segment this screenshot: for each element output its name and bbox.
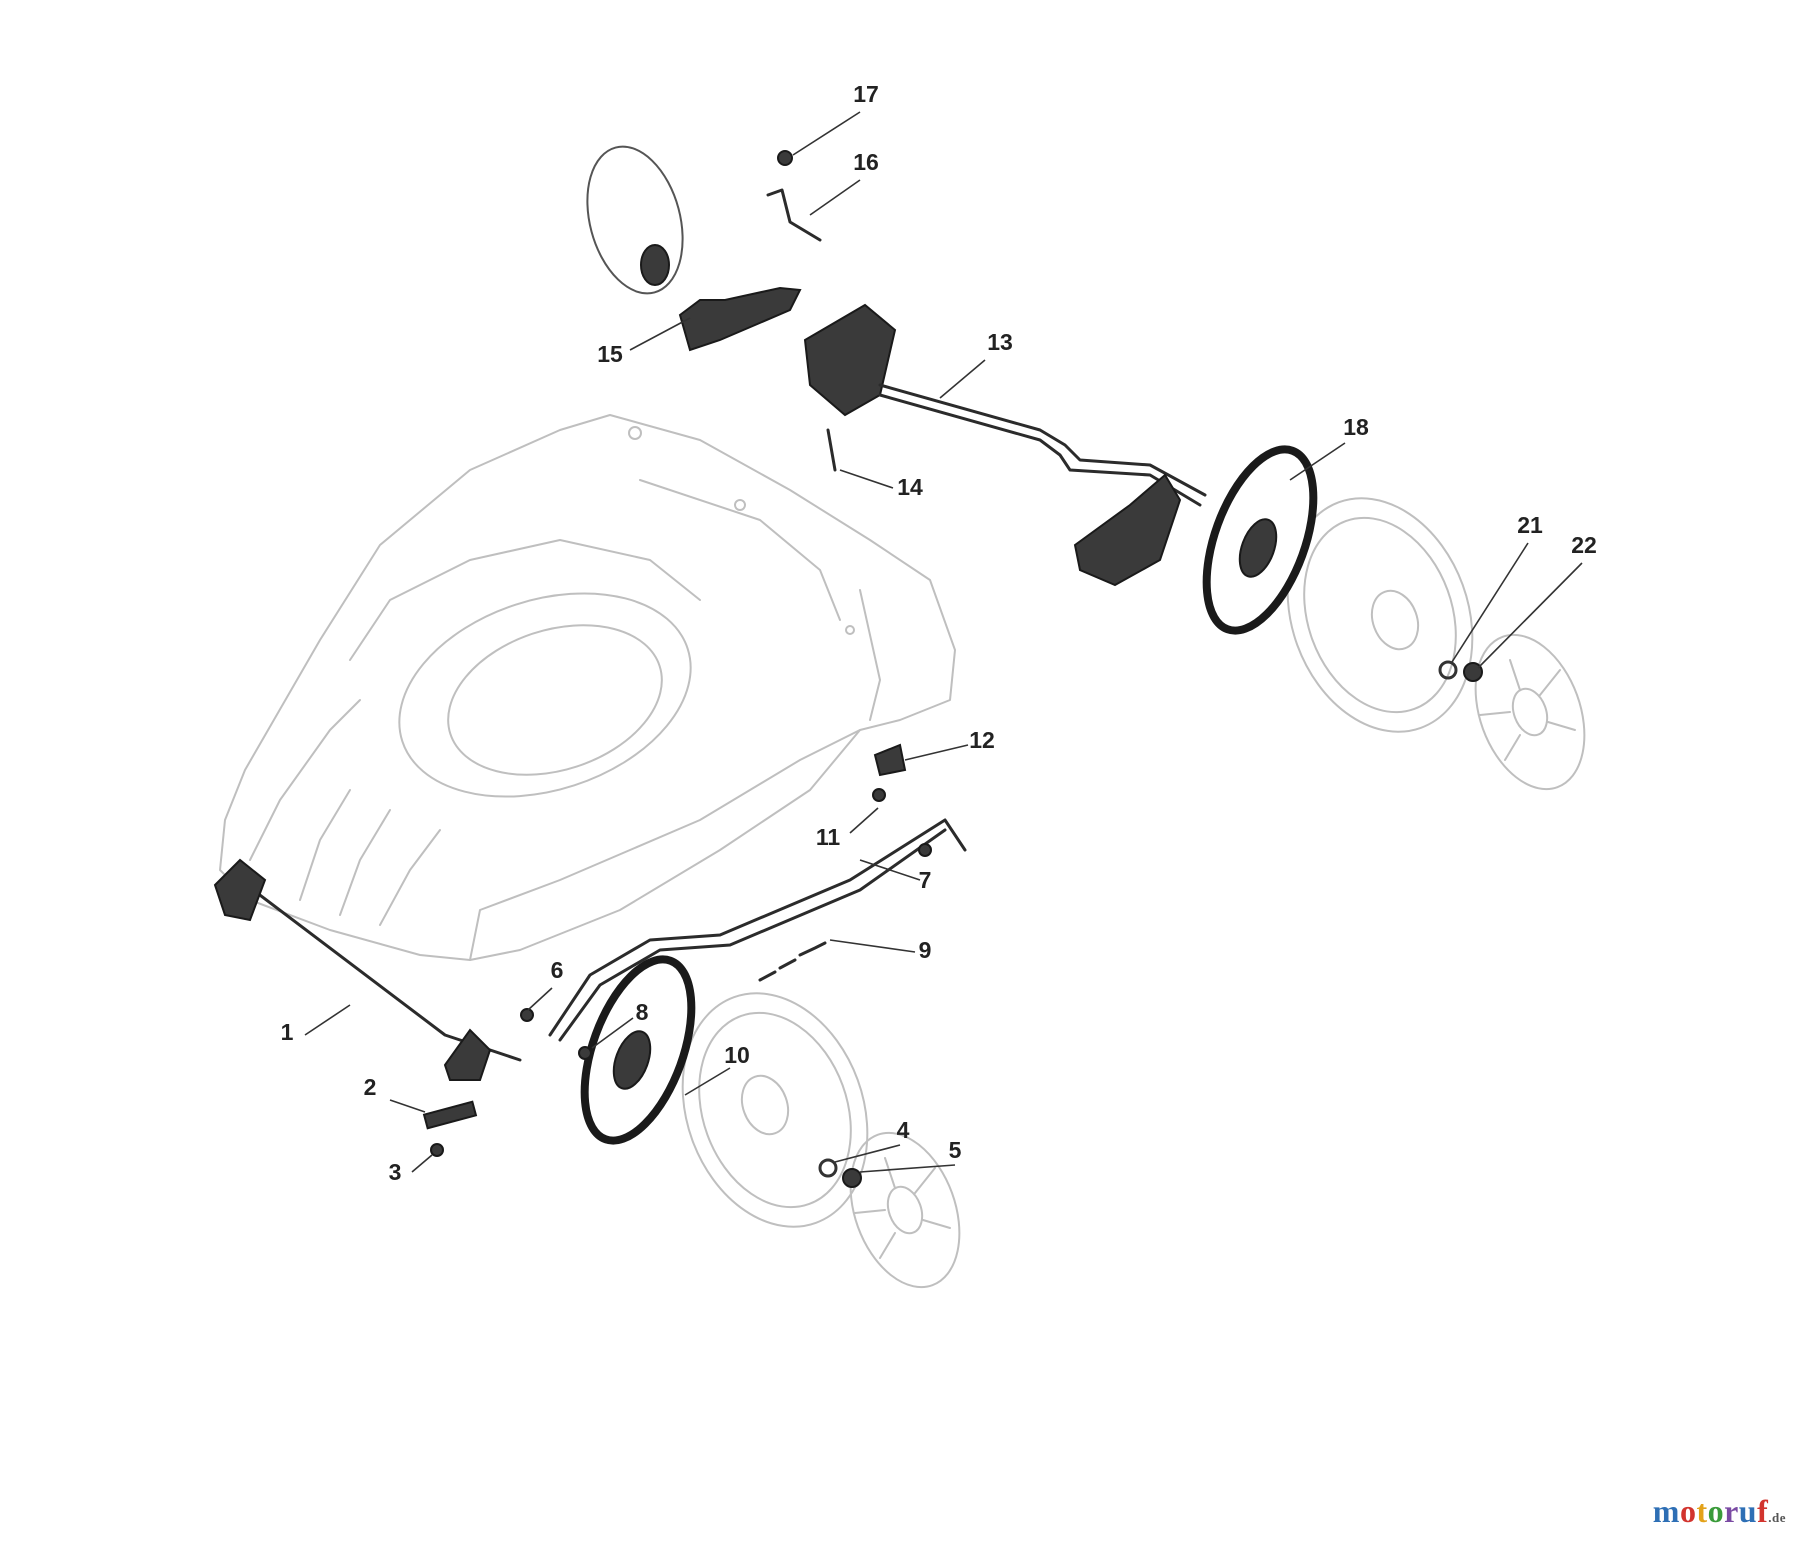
spring — [758, 941, 827, 982]
leader-line-17 — [792, 111, 861, 156]
callout-3: 3 — [389, 1159, 402, 1185]
callout-22: 22 — [1571, 532, 1597, 558]
front-hubcap — [849, 1131, 961, 1289]
watermark-letter: o — [1707, 1493, 1725, 1529]
motoruf-watermark: motoruf.de — [1653, 1493, 1786, 1530]
height-adjust-lever — [678, 286, 802, 352]
front-axle — [238, 878, 522, 1062]
callout-14: 14 — [897, 474, 923, 500]
leader-line-21 — [1451, 542, 1529, 663]
leader-line-16 — [809, 179, 861, 216]
callout-16: 16 — [853, 149, 879, 175]
watermark-letter: m — [1652, 1493, 1680, 1529]
rear-axle-bracket — [1073, 473, 1182, 587]
drive-rod — [548, 818, 967, 1042]
callout-11: 11 — [816, 824, 841, 850]
watermark-tld: .de — [1768, 1510, 1786, 1525]
leader-line-11 — [849, 807, 879, 834]
callout-17: 17 — [853, 81, 879, 107]
leader-line-2 — [389, 1099, 426, 1113]
front-wheel — [681, 992, 869, 1228]
callout-6: 6 — [551, 957, 564, 983]
watermark-letter: u — [1738, 1493, 1758, 1529]
callout-21: 21 — [1517, 512, 1543, 538]
front-axle-bracket-right — [443, 1028, 492, 1081]
leader-line-12 — [904, 744, 969, 761]
callout-10: 10 — [724, 1042, 750, 1068]
rear-hubcap — [1474, 633, 1586, 791]
callout-1: 1 — [281, 1019, 294, 1045]
front-gear-disc — [580, 955, 696, 1145]
watermark-letter: t — [1696, 1493, 1708, 1529]
leader-line-22 — [1477, 562, 1583, 669]
callout-9: 9 — [919, 937, 932, 963]
leader-line-5 — [859, 1164, 956, 1173]
leader-line-3 — [411, 1154, 433, 1173]
leader-line-4 — [834, 1144, 901, 1163]
nut — [777, 150, 793, 166]
callout-7: 7 — [919, 867, 932, 893]
callout-8: 8 — [636, 999, 649, 1025]
callout-4: 4 — [897, 1117, 910, 1143]
leader-line-18 — [1289, 442, 1346, 481]
leader-line-6 — [527, 987, 553, 1011]
leader-line-15 — [629, 317, 691, 351]
height-adjust-knob — [586, 145, 684, 295]
rear-gear-disc — [1202, 445, 1318, 635]
spring-clip — [766, 188, 822, 242]
callout-12: 12 — [969, 727, 995, 753]
leader-line-9 — [829, 939, 916, 953]
callout-5: 5 — [949, 1137, 962, 1163]
mower-deck — [219, 414, 956, 961]
pin — [826, 428, 837, 472]
callout-13: 13 — [987, 329, 1013, 355]
front-axle-bracket-left — [213, 858, 267, 922]
callout-15: 15 — [597, 341, 623, 367]
watermark-letter: f — [1757, 1493, 1769, 1529]
small-hardware — [422, 660, 1483, 1188]
rear-bracket — [803, 303, 897, 417]
leader-line-7 — [859, 859, 921, 881]
callout-18: 18 — [1343, 414, 1369, 440]
leader-line-8 — [591, 1017, 634, 1049]
rear-wheel — [1286, 497, 1474, 733]
leader-line-13 — [939, 359, 986, 399]
leader-line-14 — [839, 469, 894, 489]
watermark-letter: r — [1724, 1493, 1739, 1529]
callout-2: 2 — [364, 1074, 377, 1100]
leader-line-1 — [304, 1004, 351, 1036]
watermark-letter: o — [1679, 1493, 1697, 1529]
leader-line-10 — [684, 1067, 731, 1096]
